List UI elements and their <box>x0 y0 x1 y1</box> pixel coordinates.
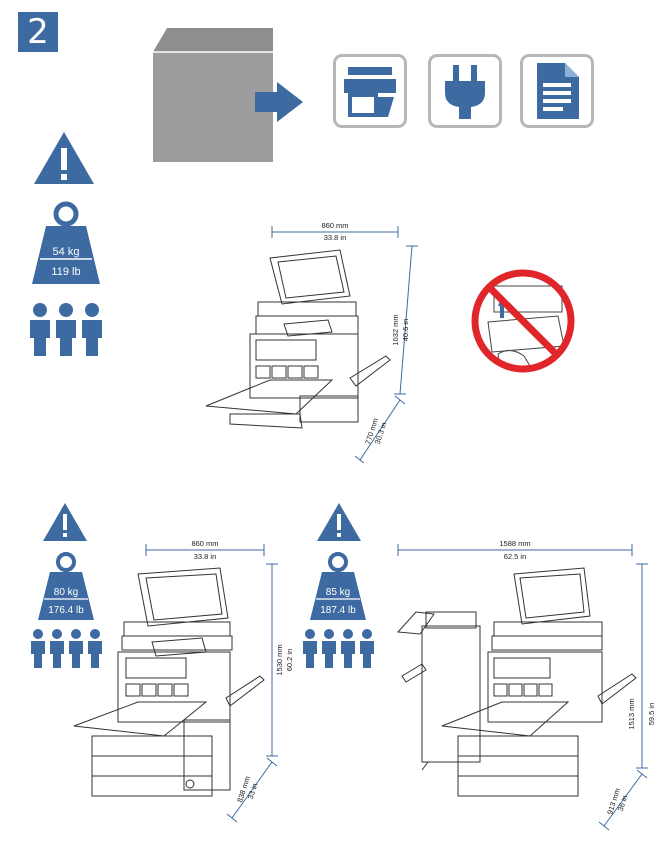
printer-tile <box>333 54 407 128</box>
power-plug-icon <box>445 65 485 119</box>
power-cord-tile <box>428 54 502 128</box>
width-in-label: 33.8 in <box>194 552 217 561</box>
weight-kg-label: 54 kg <box>53 246 80 258</box>
weight-icon: 85 kg 187.4 lb <box>310 552 366 620</box>
four-people-icon <box>303 629 374 668</box>
weight-lb-label: 119 lb <box>51 266 80 278</box>
height-mm-label: 1530 mm <box>275 644 284 675</box>
height-mm-label: 1032 mm <box>391 314 400 345</box>
shipping-box-icon <box>153 28 303 162</box>
documentation-tile <box>520 54 594 128</box>
printer-config-3-diagram: 1588 mm 62.5 in 1513 mm 59.5 in 913 mm 3… <box>396 539 656 831</box>
height-in-label: 60.2 in <box>285 649 294 672</box>
width-mm-label: 860 mm <box>191 539 218 548</box>
weight-lb-label: 187.4 lb <box>320 605 356 616</box>
width-mm-label: 1588 mm <box>499 539 530 548</box>
width-mm-label: 860 mm <box>321 221 348 230</box>
printer-icon <box>344 67 396 117</box>
weight-kg-label: 85 kg <box>326 587 350 598</box>
weight-icon: 54 kg 119 lb <box>32 201 100 284</box>
do-not-lift-by-tray-icon <box>471 269 575 373</box>
height-in-label: 59.5 in <box>647 703 656 726</box>
weight-kg-label: 80 kg <box>54 587 78 598</box>
arrow-right-icon <box>255 82 303 122</box>
step-number-badge: 2 <box>18 12 58 52</box>
warning-icon <box>34 132 94 184</box>
height-in-label: 40.6 in <box>401 319 410 342</box>
width-in-label: 33.8 in <box>324 233 347 242</box>
warning-icon <box>317 503 361 541</box>
printer-config-1-diagram: 860 mm 33.8 in 1032 mm 40.6 in 770 mm 30… <box>205 221 418 463</box>
three-people-icon <box>30 303 102 356</box>
warning-icon <box>43 503 87 541</box>
width-in-label: 62.5 in <box>504 552 527 561</box>
weight-icon: 80 kg 176.4 lb <box>38 552 94 620</box>
printer-config-2-diagram: 860 mm 33.8 in 1530 mm 60.2 in 838 mm 33… <box>73 539 294 823</box>
four-people-icon <box>31 629 102 668</box>
height-mm-label: 1513 mm <box>627 698 636 729</box>
weight-lb-label: 176.4 lb <box>48 605 84 616</box>
document-icon <box>537 63 579 119</box>
